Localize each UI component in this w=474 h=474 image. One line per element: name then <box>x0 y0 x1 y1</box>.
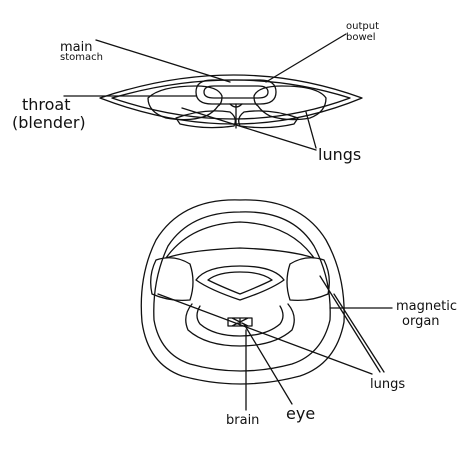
label-brain: brain <box>226 413 260 428</box>
bottom-stomach-inner <box>207 271 273 295</box>
leader-eye <box>243 323 293 405</box>
leader-lungs-bottom-1 <box>319 275 381 373</box>
label-lungs-top: lungs <box>318 145 362 164</box>
label-output: output <box>346 21 379 32</box>
bottom-eye <box>227 317 253 327</box>
label-lungs-bottom: lungs <box>370 377 406 392</box>
leader-main-stomach <box>95 39 231 83</box>
bottom-upper-dome <box>165 221 315 259</box>
bottom-body-inner-outline <box>153 211 331 372</box>
bottom-stomach-outer <box>195 265 285 301</box>
label-main: main <box>60 40 93 55</box>
top-body-inner-outline <box>111 79 351 120</box>
top-stomach-inner <box>203 85 269 99</box>
top-right-lower-lobe <box>238 110 299 129</box>
top-view <box>63 33 363 151</box>
label-magnetic: magnetic <box>396 299 457 314</box>
label-stomach: stomach <box>60 52 103 63</box>
bottom-left-lung <box>150 257 194 302</box>
label-eye: eye <box>286 404 316 423</box>
label-organ: organ <box>402 314 440 329</box>
bottom-brain-band <box>185 303 295 347</box>
leader-lungs-1 <box>181 107 317 151</box>
leader-output-bowel <box>265 33 347 83</box>
bottom-view <box>140 199 393 411</box>
label-blender: (blender) <box>12 113 86 132</box>
bottom-brain-band-inner <box>196 305 284 337</box>
top-left-lung <box>147 85 223 121</box>
top-left-lower-lobe <box>175 110 236 129</box>
label-throat: throat <box>22 95 71 114</box>
leader-lungs-bottom-2 <box>333 293 385 373</box>
top-right-lung <box>253 85 327 121</box>
bottom-body-outline <box>140 199 345 385</box>
leader-lungs-bottom-3 <box>157 293 373 375</box>
top-body-outline <box>99 74 363 125</box>
bottom-right-lung <box>286 257 330 302</box>
leader-lungs-2 <box>305 111 317 149</box>
top-stomach-outer <box>195 79 277 105</box>
label-bowel: bowel <box>346 32 376 43</box>
